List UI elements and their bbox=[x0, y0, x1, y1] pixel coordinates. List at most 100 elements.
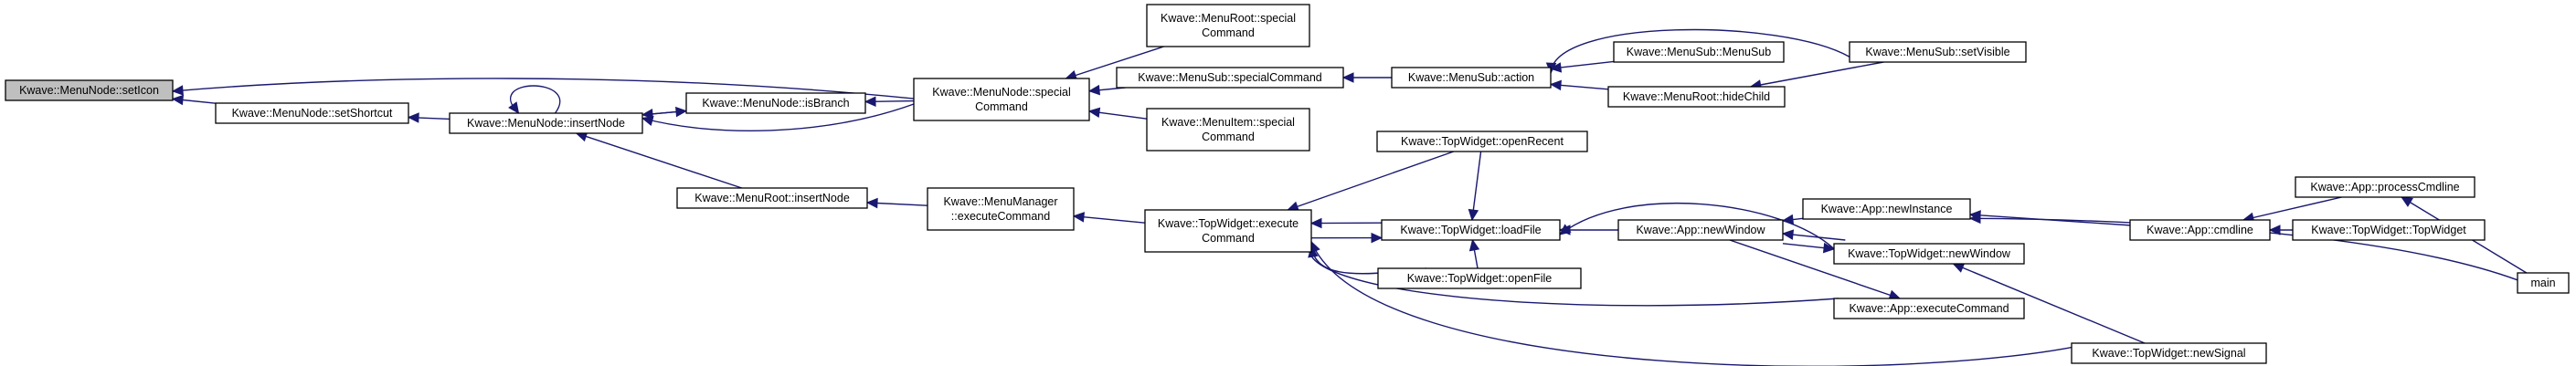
node-label: Kwave::MenuNode::setShortcut bbox=[232, 107, 393, 120]
node-box bbox=[2129, 219, 2271, 241]
edge-twExec-to-mgrExec-arrowhead bbox=[1072, 212, 1086, 223]
edge-itemSpecial-to-special-arrowhead bbox=[1087, 107, 1101, 119]
node-box bbox=[1376, 131, 1588, 152]
node-box bbox=[1377, 267, 1582, 289]
node-box bbox=[1833, 243, 2025, 265]
node-setShortcut[interactable]: Kwave::MenuNode::setShortcut bbox=[215, 102, 409, 124]
node-main[interactable]: main bbox=[2517, 272, 2570, 294]
node-itemSpecial[interactable]: Kwave::MenuItem::specialCommand bbox=[1146, 108, 1310, 152]
node-label: Kwave::App::executeCommand bbox=[1849, 302, 2009, 315]
edge-special-to-isBranch-arrowhead bbox=[864, 96, 876, 108]
node-subSpecial[interactable]: Kwave::MenuSub::specialCommand bbox=[1116, 67, 1344, 89]
node-openRecent[interactable]: Kwave::TopWidget::openRecent bbox=[1376, 131, 1588, 152]
node-subMenuSub[interactable]: Kwave::MenuSub::MenuSub bbox=[1613, 41, 1785, 63]
node-appNewWindow[interactable]: Kwave::App::newWindow bbox=[1617, 219, 1784, 241]
node-box bbox=[1144, 209, 1312, 253]
node-isBranch[interactable]: Kwave::MenuNode::isBranch bbox=[685, 92, 866, 114]
node-subAction[interactable]: Kwave::MenuSub::action bbox=[1391, 67, 1552, 89]
edge-twNewWindow-to-appNewWindow-arrowhead bbox=[1781, 229, 1795, 240]
node-box bbox=[1849, 41, 2027, 63]
edge-subAction-to-subSpecial-arrowhead bbox=[1341, 72, 1354, 83]
node-loadFile[interactable]: Kwave::TopWidget::loadFile bbox=[1381, 219, 1561, 241]
edge-appExec-to-twExec bbox=[1308, 239, 1839, 307]
edge-insertNode-to-insertNode-arrowhead bbox=[508, 101, 520, 114]
edge-newSignal-to-twExec-arrowhead bbox=[1310, 240, 1320, 254]
node-box bbox=[2295, 176, 2475, 198]
node-label: Kwave::App::cmdline bbox=[2147, 224, 2253, 236]
node-processCmdline[interactable]: Kwave::App::processCmdline bbox=[2295, 176, 2475, 198]
edge-loadFile-to-twExec-arrowhead bbox=[1309, 217, 1322, 229]
edge-subSpecial-to-special-arrowhead bbox=[1087, 84, 1100, 96]
node-box bbox=[1833, 298, 2025, 319]
edge-setVisible-to-subAction bbox=[1550, 28, 1850, 74]
edge-insertNode-to-setShortcut-arrowhead bbox=[407, 112, 419, 123]
node-hideChild[interactable]: Kwave::MenuRoot::hideChild bbox=[1607, 86, 1786, 108]
edge-main-to-processCmdline-arrowhead bbox=[2401, 196, 2413, 207]
node-label: Kwave::TopWidget::newSignal bbox=[2092, 347, 2245, 360]
node-label: Command bbox=[975, 100, 1028, 113]
node-label: Kwave::MenuSub::setVisible bbox=[1865, 46, 2009, 58]
node-insertNode[interactable]: Kwave::MenuNode::insertNode bbox=[449, 112, 643, 134]
edge-twTopWidget-to-cmdline-arrowhead bbox=[2268, 225, 2281, 235]
node-label: Kwave::TopWidget::execute bbox=[1158, 217, 1299, 230]
edge-special-to-setIcon bbox=[172, 78, 915, 99]
node-twExec[interactable]: Kwave::TopWidget::executeCommand bbox=[1144, 209, 1312, 253]
node-twTopWidget[interactable]: Kwave::TopWidget::TopWidget bbox=[2292, 219, 2486, 241]
edge-mgrExec-to-rootInsertNode-arrowhead bbox=[865, 197, 878, 209]
edge-rootInsertNode-to-insertNode bbox=[576, 132, 743, 189]
node-appExec[interactable]: Kwave::App::executeCommand bbox=[1833, 298, 2025, 319]
node-label: Kwave::MenuNode::isBranch bbox=[702, 97, 849, 110]
node-special[interactable]: Kwave::MenuNode::specialCommand bbox=[913, 78, 1090, 121]
edge-twExec-to-loadFile-arrowhead bbox=[1371, 232, 1383, 244]
node-newInstance[interactable]: Kwave::App::newInstance bbox=[1802, 198, 1971, 220]
node-label: ::executeCommand bbox=[951, 210, 1050, 223]
edge-main-to-newInstance-arrowhead bbox=[1968, 213, 1981, 225]
edge-newSignal-to-twExec bbox=[1310, 241, 2093, 366]
edge-insertNode-to-insertNode bbox=[510, 85, 561, 114]
node-box bbox=[913, 78, 1090, 121]
node-label: Kwave::MenuRoot::insertNode bbox=[694, 192, 850, 204]
edge-newSignal-to-twNewWindow-arrowhead bbox=[1952, 263, 1966, 273]
node-openFile[interactable]: Kwave::TopWidget::openFile bbox=[1377, 267, 1582, 289]
node-mgrExec[interactable]: Kwave::MenuManager::executeCommand bbox=[927, 187, 1075, 231]
node-rootSpecial[interactable]: Kwave::MenuRoot::specialCommand bbox=[1146, 4, 1310, 47]
node-box bbox=[1607, 86, 1786, 108]
node-label: Kwave::TopWidget::openFile bbox=[1407, 272, 1552, 285]
node-box bbox=[2071, 342, 2267, 364]
node-box bbox=[1381, 219, 1561, 241]
node-label: Kwave::TopWidget::newWindow bbox=[1848, 247, 2011, 260]
node-label: Kwave::App::processCmdline bbox=[2310, 181, 2459, 193]
node-box bbox=[2517, 272, 2570, 294]
node-label: Kwave::MenuItem::special bbox=[1161, 116, 1295, 129]
node-box bbox=[1146, 4, 1310, 47]
edge-twExec-to-mgrExec bbox=[1073, 215, 1146, 224]
edge-setVisible-to-hideChild bbox=[1750, 61, 1884, 88]
node-label: Kwave::MenuSub::specialCommand bbox=[1138, 71, 1322, 84]
node-newSignal[interactable]: Kwave::TopWidget::newSignal bbox=[2071, 342, 2267, 364]
node-cmdline[interactable]: Kwave::App::cmdline bbox=[2129, 219, 2271, 241]
edge-appNewWindow-to-appExec bbox=[1729, 239, 1901, 299]
node-box bbox=[2292, 219, 2486, 241]
node-setVisible[interactable]: Kwave::MenuSub::setVisible bbox=[1849, 41, 2027, 63]
node-label: Kwave::TopWidget::TopWidget bbox=[2311, 224, 2466, 236]
node-box bbox=[1391, 67, 1552, 89]
edge-rootSpecial-to-special bbox=[1065, 46, 1164, 79]
node-label: Kwave::TopWidget::openRecent bbox=[1401, 135, 1564, 148]
edge-twNewWindow-to-loadFile-arrowhead bbox=[1559, 224, 1572, 235]
node-label: Kwave::App::newInstance bbox=[1821, 203, 1953, 215]
node-setIcon[interactable]: Kwave::MenuNode::setIcon bbox=[5, 79, 174, 101]
edge-openRecent-to-twExec bbox=[1288, 151, 1455, 211]
node-rootInsertNode[interactable]: Kwave::MenuRoot::insertNode bbox=[676, 187, 868, 209]
node-twNewWindow[interactable]: Kwave::TopWidget::newWindow bbox=[1833, 243, 2025, 265]
node-box bbox=[676, 187, 868, 209]
node-box bbox=[1802, 198, 1971, 220]
node-label: Kwave::MenuNode::insertNode bbox=[467, 117, 625, 130]
node-box bbox=[927, 187, 1075, 231]
node-label: Command bbox=[1202, 232, 1255, 245]
node-label: Kwave::MenuNode::setIcon bbox=[19, 84, 159, 97]
node-label: Command bbox=[1202, 131, 1255, 143]
edge-openFile-to-loadFile-arrowhead bbox=[1468, 238, 1480, 252]
node-box bbox=[1613, 41, 1785, 63]
node-label: Kwave::App::newWindow bbox=[1636, 224, 1765, 236]
